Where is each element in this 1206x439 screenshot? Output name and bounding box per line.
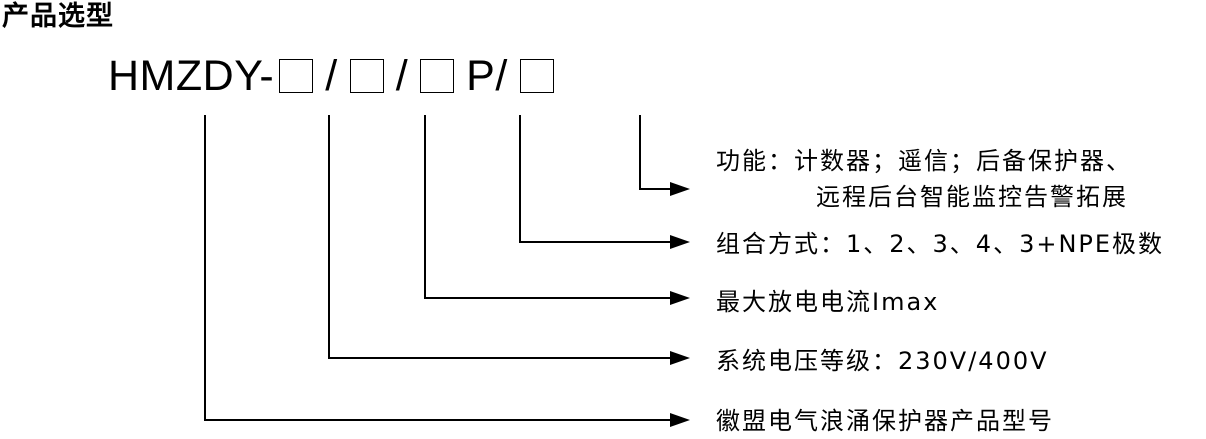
arrow-voltage [670, 351, 690, 365]
line-function [639, 115, 672, 190]
arrow-product-model [670, 413, 690, 427]
model-code: HMZDY- / / P/ [108, 48, 559, 104]
line-combination [519, 115, 672, 243]
imax-label: 最大放电电流Imax [716, 288, 940, 316]
function-label-line1: 功能：计数器；遥信；后备保护器、 [716, 147, 1132, 175]
voltage-placeholder-box [279, 59, 314, 93]
function-placeholder-box [519, 59, 554, 93]
arrow-imax [670, 291, 690, 305]
arrow-function [670, 182, 690, 196]
imax-placeholder-box [349, 59, 384, 93]
voltage-label: 系统电压等级：230V/400V [716, 347, 1049, 375]
section-title: 产品选型 [2, 1, 114, 32]
function-label-line2: 远程后台智能监控告警拓展 [816, 183, 1128, 211]
line-product-model [204, 115, 672, 421]
p-slash: P/ [466, 52, 508, 100]
arrow-combination [670, 235, 690, 249]
model-prefix: HMZDY- [108, 52, 275, 100]
line-voltage [328, 115, 672, 359]
line-imax [424, 115, 672, 299]
slash-1: / [325, 52, 338, 100]
pole-placeholder-box [420, 59, 455, 93]
combination-label: 组合方式：1、2、3、4、3+NPE极数 [716, 230, 1165, 258]
slash-2: / [395, 52, 409, 100]
product-model-label: 徽盟电气浪涌保护器产品型号 [716, 407, 1054, 435]
